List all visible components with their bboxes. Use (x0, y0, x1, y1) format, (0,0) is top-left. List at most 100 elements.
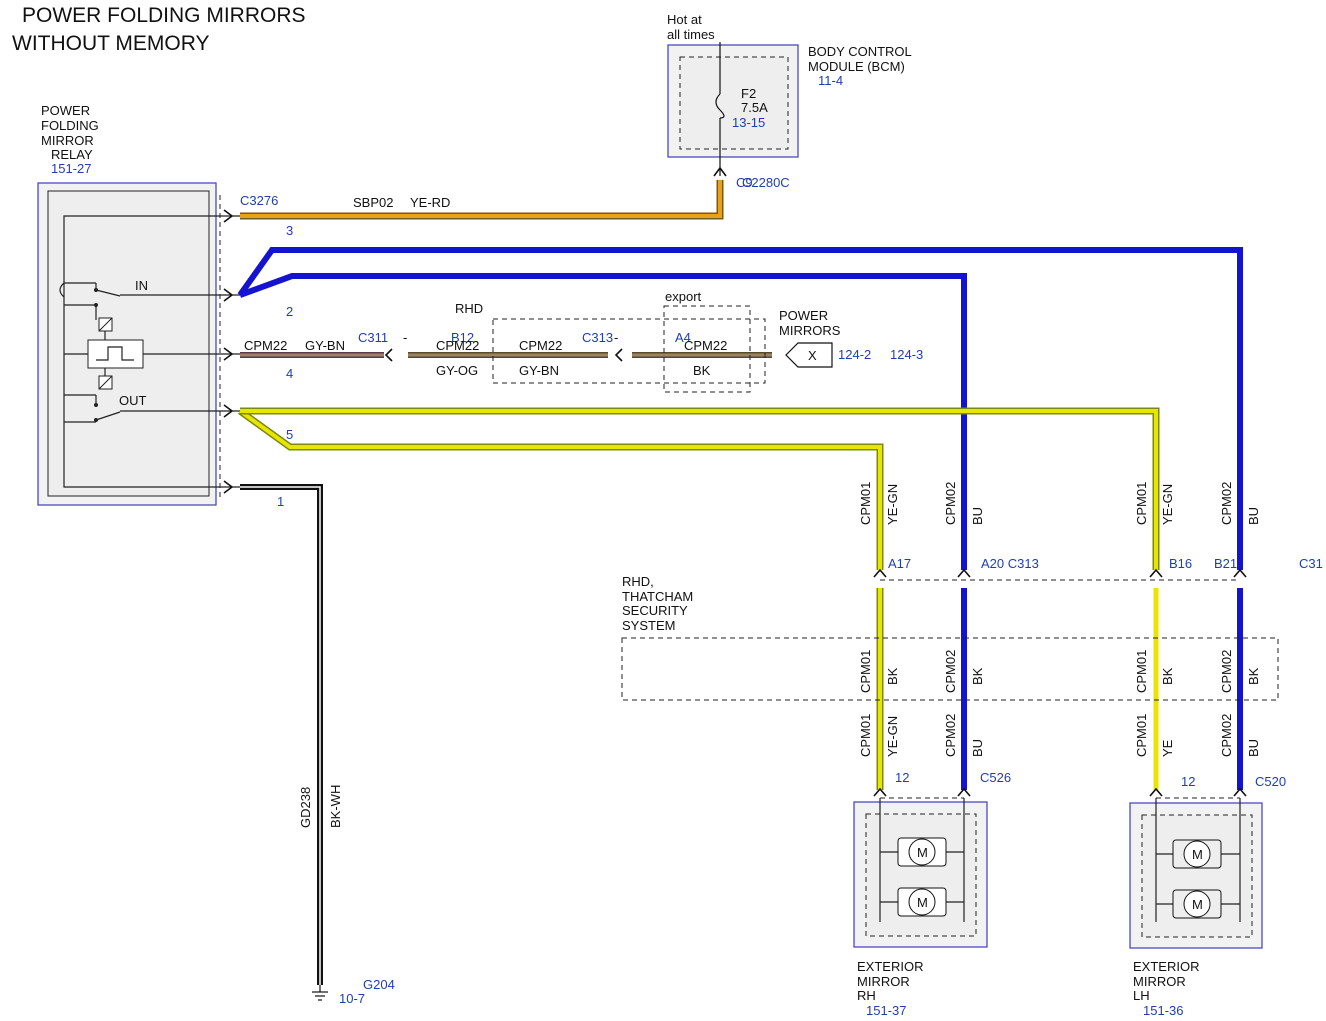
relay-internal-wire (59, 282, 96, 298)
bcm-connector-pin: C9 (736, 175, 753, 190)
connector-c313-pin: - (614, 330, 618, 345)
option-box-export (663, 305, 751, 393)
mirror-lh-name: LH (1133, 988, 1150, 1003)
connector-c31: C31 (1299, 556, 1323, 571)
relay-pin-number: 4 (286, 366, 293, 381)
connector-c311-pin: - (403, 330, 407, 345)
bcm-inner-box (679, 56, 789, 150)
wire-label: YE-GN (885, 484, 900, 525)
wire-label: CPM02 (1219, 650, 1234, 693)
wire-label: BU (1246, 739, 1261, 757)
power-mirrors-ref2: 124-3 (890, 347, 923, 362)
wire-gd238-color: BK-WH (328, 785, 343, 828)
wire-gd238 (240, 486, 321, 985)
page-title-line1: POWER FOLDING MIRRORS (22, 4, 306, 27)
option-box-rhd (492, 318, 766, 384)
relay-connector-label: C3276 (240, 193, 278, 208)
mirror-lh-name: MIRROR (1133, 974, 1186, 989)
relay-internal-wire (64, 331, 240, 355)
option-rhd-label: RHD (455, 301, 483, 316)
mirror-lh-ref: 151-36 (1143, 1003, 1183, 1018)
mirror-lh-name: EXTERIOR (1133, 959, 1199, 974)
wire-label: CPM01 (1134, 714, 1149, 757)
mirror-rh-name: EXTERIOR (857, 959, 923, 974)
connector-b21: B21 (1214, 556, 1237, 571)
fuse-ref: 13-15 (732, 115, 765, 130)
relay-pin-in-label: IN (135, 278, 148, 293)
relay-timer-module (87, 339, 144, 369)
relay-name-line: RELAY (51, 147, 93, 162)
wire-label: BU (970, 507, 985, 525)
fuse-icon (715, 93, 725, 119)
relay-pin-number: 2 (286, 304, 293, 319)
mirror-rh-name: RH (857, 988, 876, 1003)
option-box-thatcham (621, 637, 1279, 701)
relay-internal-wire (63, 215, 240, 488)
wire-label: CPM02 (1219, 482, 1234, 525)
wire-sbp02 (240, 180, 722, 218)
wire-cpm22-export-circuit: CPM22 (684, 338, 727, 353)
wire-sbp02-circuit: SBP02 (353, 195, 393, 210)
wire-cpm22-mid1-color: GY-OG (436, 363, 478, 378)
ground-ref: 10-7 (339, 991, 365, 1006)
option-thatcham-line: SYSTEM (622, 618, 675, 633)
body-control-module: Hot at all times F2 7.5A 13-15 BODY CONT… (667, 12, 912, 190)
wire-bu-to-lh (237, 247, 1243, 570)
wire-cpm22-mid2-circuit: CPM22 (519, 338, 562, 353)
wire-cpm22-mid2-color: GY-BN (519, 363, 559, 378)
wire-label: CPM02 (1219, 714, 1234, 757)
wire-yegn-rh-outline (237, 408, 884, 570)
wire-yegn-lh-outline (240, 407, 1160, 570)
bcm-hot-line: all times (667, 27, 715, 42)
mirror-lh-inner-box (1141, 814, 1253, 938)
connector-a4: A4 (675, 330, 691, 345)
power-mirrors-symbol (785, 342, 833, 368)
bcm-ref: 11-4 (818, 73, 843, 88)
wire-bu-to-rh (238, 273, 967, 570)
wire-label: BU (970, 739, 985, 757)
relay-ref: 151-27 (51, 161, 91, 176)
motor-label: M (1192, 897, 1203, 912)
connector-c313: C313 (582, 330, 613, 345)
ground-name: G204 (363, 977, 395, 992)
motor-icon (1183, 840, 1211, 868)
relay-pin-out-label: OUT (119, 393, 147, 408)
power-folding-mirror-relay: POWER FOLDING MIRROR RELAY 151-27 IN OUT (37, 103, 293, 509)
wire-cpm22-export-color: BK (693, 363, 711, 378)
power-mirrors-x: X (808, 348, 817, 363)
mirror-rh-ref: 151-37 (866, 1003, 906, 1018)
ground-icon (312, 985, 328, 1001)
relay-switch-out (95, 411, 121, 421)
power-mirrors-name: MIRRORS (779, 323, 841, 338)
wire-label: CPM01 (858, 482, 873, 525)
connector-a17: A17 (888, 556, 911, 571)
lh-pin: 12 (1181, 774, 1195, 789)
wire-label: CPM02 (943, 482, 958, 525)
mirror-rh-inner-box (865, 813, 977, 937)
fuse-rating: 7.5A (741, 100, 768, 115)
wire-label: BK (885, 667, 900, 685)
wire-label: CPM02 (943, 714, 958, 757)
wire-label: YE (1160, 739, 1175, 757)
connector-b16: B16 (1169, 556, 1192, 571)
power-mirrors-ref1: 124-2 (838, 347, 871, 362)
wire-cpm22-color: GY-BN (305, 338, 345, 353)
wire-label: BK (1160, 667, 1175, 685)
wire-label: CPM01 (858, 650, 873, 693)
wire-sbp02-color: YE-RD (410, 195, 450, 210)
motor-label: M (917, 895, 928, 910)
wire-cpm22-mid1-circuit: CPM22 (436, 338, 479, 353)
wire-label: BK (970, 667, 985, 685)
wire-label: BU (1246, 507, 1261, 525)
exterior-mirror-lh: M M EXTERIOR MIRROR LH 151-36 (1129, 798, 1263, 1018)
bcm-name-line: MODULE (BCM) (808, 59, 905, 74)
fuse-name: F2 (741, 86, 756, 101)
mirror-rh-name: MIRROR (857, 974, 910, 989)
wire-label: CPM01 (1134, 650, 1149, 693)
option-thatcham-line: THATCHAM (622, 589, 693, 604)
relay-name-line: POWER (41, 103, 90, 118)
relay-pin-number: 3 (286, 223, 293, 238)
motor-label: M (1192, 847, 1203, 862)
wire-label: CPM01 (1134, 482, 1149, 525)
